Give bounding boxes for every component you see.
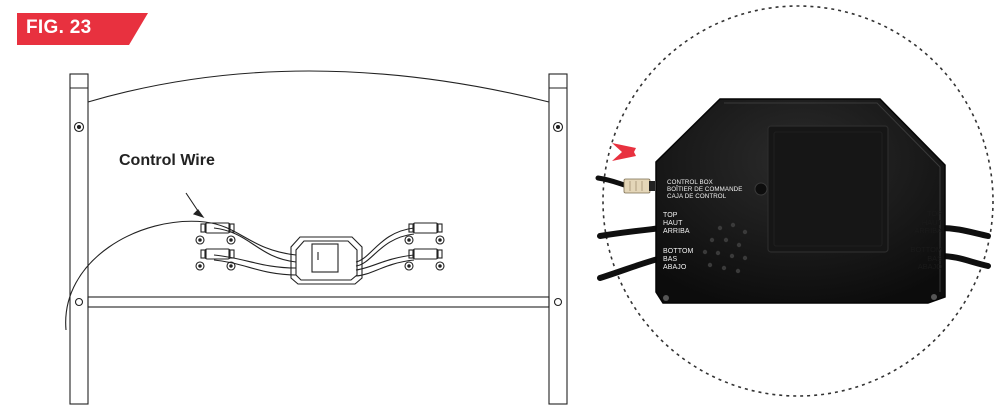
left-post: [69, 73, 89, 405]
detail-circle: [602, 5, 994, 397]
control-box-photo: [655, 98, 946, 304]
right-top-es: ARRIBA: [914, 226, 942, 236]
control-box-label-fr: BOÎTIER DE COMMANDE: [667, 186, 743, 194]
top-arch: [87, 70, 550, 103]
left-motor-upper: [200, 222, 235, 234]
control-wire-callout: Control Wire: [119, 152, 215, 169]
screws: [195, 235, 445, 271]
figure-badge: FIG. 23: [0, 13, 148, 45]
right-top-fr: HAUT: [921, 217, 942, 227]
right-bottom-fr: BAS: [927, 253, 942, 263]
right-motor-lower: [408, 248, 443, 260]
bolt: [73, 121, 85, 133]
left-bottom-label: BOTTOM BAS ABAJO: [663, 248, 693, 272]
right-top-label: TOP HAUT ARRIBA: [910, 209, 942, 236]
right-post: [548, 73, 568, 405]
left-bottom-es: ABAJO: [663, 264, 687, 271]
speaker-grille: [702, 222, 748, 274]
left-top-es: ARRIBA: [663, 228, 690, 235]
control-box-label: CONTROL BOX BOÎTIER DE COMMANDE CAJA DE …: [667, 179, 742, 201]
left-top-label: TOP HAUT ARRIBA: [663, 212, 690, 236]
right-bottom-en: BOTTOM: [910, 245, 942, 254]
left-bottom-fr: BAS: [663, 256, 678, 263]
left-bottom-en: BOTTOM: [663, 248, 694, 255]
battery-cover: [767, 125, 889, 253]
bottom-rail: [87, 296, 550, 308]
figure-label: FIG. 23: [26, 17, 92, 38]
figure-badge-shape: [17, 13, 148, 45]
right-motor-upper: [408, 222, 443, 234]
right-top-en: TOP: [926, 209, 942, 218]
red-arrow: [612, 143, 658, 161]
headboard-drawing: [65, 70, 568, 405]
rj-connector: [623, 178, 655, 194]
control-box-label-en: CONTROL BOX: [667, 179, 713, 186]
left-top-en: TOP: [663, 212, 678, 219]
control-wire: [65, 220, 297, 331]
right-bottom-es: ABAJO: [917, 262, 942, 272]
cover-screw: [754, 182, 768, 196]
left-motor-lower: [200, 248, 235, 260]
right-bottom-label: BOTTOM BAS ABAJO: [905, 245, 942, 272]
bolt: [552, 121, 564, 133]
control-box-outline: [290, 236, 363, 285]
left-top-fr: HAUT: [663, 220, 683, 227]
control-box-label-es: CAJA DE CONTROL: [667, 193, 727, 201]
